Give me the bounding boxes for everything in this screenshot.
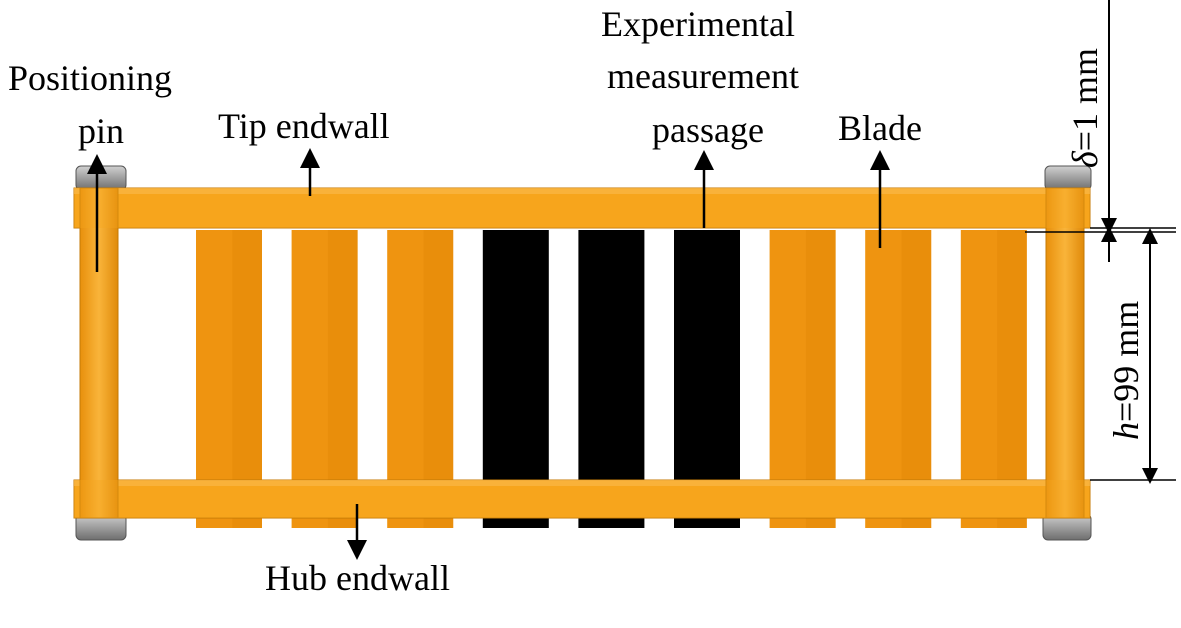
label-hub-endwall: Hub endwall [265, 558, 450, 598]
blade-measurement [674, 230, 740, 528]
h-value: =99 mm [1106, 301, 1146, 422]
label-positioning-pin-1: Positioning [8, 58, 172, 98]
h-symbol: h [1106, 422, 1146, 440]
positioning-pin-left [79, 187, 119, 519]
blade-shade [997, 230, 1027, 528]
label-h: h=99 mm [1106, 301, 1146, 440]
label-positioning-pin-2: pin [78, 111, 124, 151]
tip-endwall [73, 187, 1091, 229]
bolt-top-left [75, 165, 127, 191]
label-experimental-3: passage [652, 110, 764, 150]
label-experimental-2: measurement [607, 56, 799, 96]
blade-measurement [482, 230, 549, 528]
blade-shade [901, 230, 932, 528]
positioning-pin-right [1045, 187, 1085, 519]
label-tip-endwall: Tip endwall [218, 106, 390, 146]
label-experimental-1: Experimental [601, 4, 795, 44]
delta-value: =1 mm [1065, 48, 1105, 151]
blade-row [196, 230, 1027, 528]
blade-shade [805, 230, 836, 528]
label-delta: δ=1 mm [1065, 48, 1105, 168]
hub-endwall [73, 479, 1091, 519]
blade-shade [423, 230, 454, 528]
label-blade: Blade [838, 108, 922, 148]
blade-shade [327, 230, 358, 528]
bolt-top-right [1044, 165, 1092, 191]
blade-shade [232, 230, 262, 528]
delta-symbol: δ [1065, 150, 1105, 168]
blade-measurement [578, 230, 645, 528]
